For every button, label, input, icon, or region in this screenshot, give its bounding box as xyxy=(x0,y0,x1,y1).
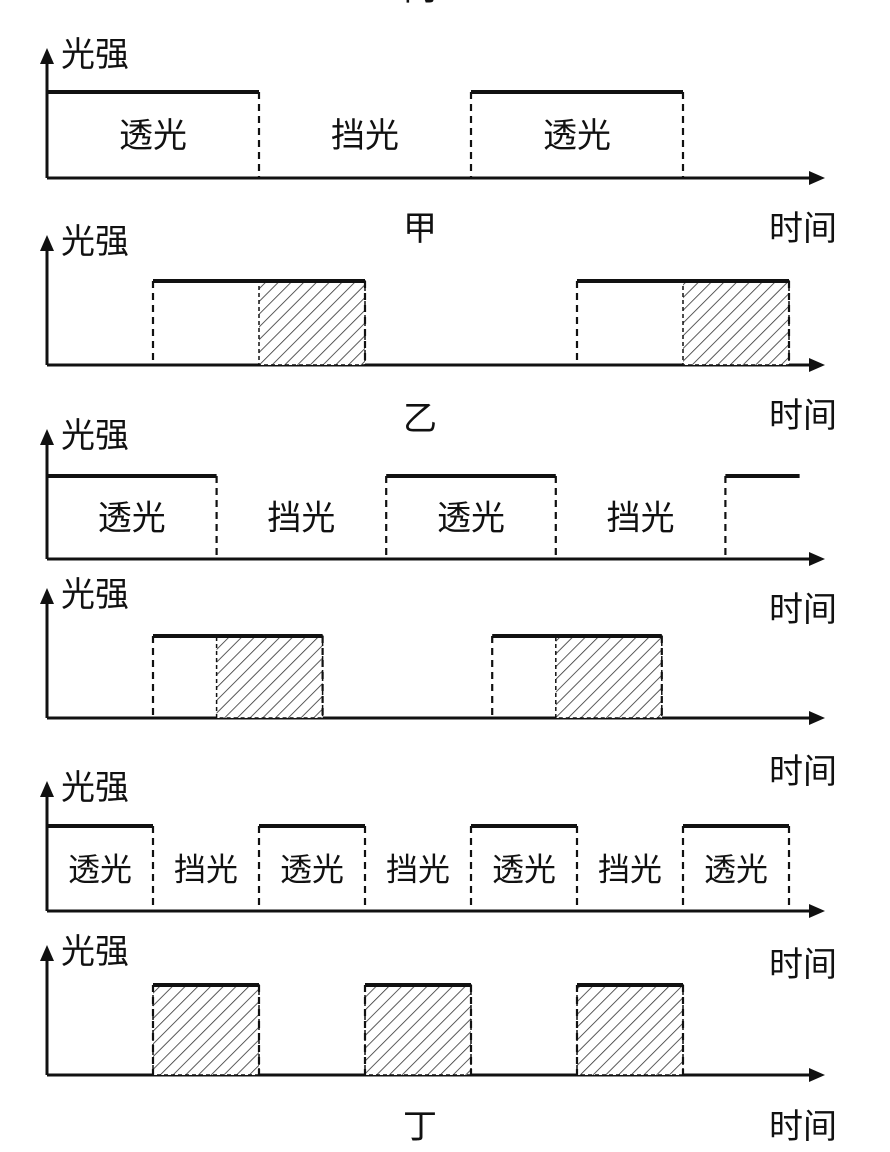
light-segment: 透光 xyxy=(47,474,218,559)
y-axis-label: 光强 xyxy=(61,932,129,972)
y-axis-arrow-icon xyxy=(40,429,54,445)
light-label: 透光 xyxy=(98,499,166,539)
dark-label: 挡光 xyxy=(386,851,450,889)
y-axis-label: 光强 xyxy=(61,35,129,75)
light-segment xyxy=(575,983,685,1076)
x-axis-label: 时间 xyxy=(769,1107,837,1147)
light-label: 透光 xyxy=(704,851,768,889)
light-segment: 透光 xyxy=(385,474,557,559)
panels-layer: 光强时间甲透光透光挡光光强时间光强时间乙透光透光挡光挡光光强时间光强时间丙透光透… xyxy=(40,0,837,1147)
light-segment: 透光 xyxy=(47,90,261,178)
light-segment xyxy=(151,634,324,719)
y-axis-arrow-icon xyxy=(40,781,54,797)
hatched-region xyxy=(364,984,472,1076)
panel-3: 光强时间乙透光透光挡光挡光 xyxy=(40,399,837,630)
dark-label: 挡光 xyxy=(331,116,399,156)
x-axis-arrow-icon xyxy=(809,171,825,185)
x-axis-label: 时间 xyxy=(769,945,837,985)
light-segment: 透光 xyxy=(257,824,367,911)
dark-label: 挡光 xyxy=(174,851,238,889)
light-segment: 透光 xyxy=(47,824,155,911)
y-axis-arrow-icon xyxy=(40,48,54,64)
light-label: 透光 xyxy=(492,851,556,889)
panel-caption: 丁 xyxy=(403,1107,437,1147)
light-segment: 透光 xyxy=(469,824,579,911)
light-segment xyxy=(491,634,663,719)
x-axis-label: 时间 xyxy=(769,209,837,249)
y-axis-label: 光强 xyxy=(61,768,129,808)
light-segment xyxy=(575,279,791,366)
hatched-region xyxy=(258,280,366,366)
light-label: 透光 xyxy=(543,116,611,156)
y-axis-arrow-icon xyxy=(40,235,54,251)
x-axis-label: 时间 xyxy=(769,752,837,792)
x-axis-arrow-icon xyxy=(809,904,825,918)
hatched-region xyxy=(576,984,684,1076)
dark-label: 挡光 xyxy=(267,499,335,539)
x-axis-arrow-icon xyxy=(809,711,825,725)
x-axis-arrow-icon xyxy=(809,1068,825,1082)
panel-caption: 丙 xyxy=(403,0,437,9)
panel-5: 光强时间丙透光透光透光透光挡光挡光挡光 xyxy=(40,0,837,985)
y-axis-label: 光强 xyxy=(61,416,129,456)
panel-caption: 甲 xyxy=(403,209,437,249)
light-label: 透光 xyxy=(280,851,344,889)
panel-caption: 乙 xyxy=(403,399,437,439)
hatched-region xyxy=(152,984,260,1076)
light-segment: 透光 xyxy=(469,90,685,178)
hatched-region xyxy=(682,280,790,366)
light-segment: 透光 xyxy=(681,824,791,911)
y-axis-arrow-icon xyxy=(40,945,54,961)
light-label: 透光 xyxy=(437,499,505,539)
x-axis-arrow-icon xyxy=(809,358,825,372)
light-label: 透光 xyxy=(68,851,132,889)
light-segment xyxy=(724,474,800,559)
x-axis-label: 时间 xyxy=(769,590,837,630)
dark-label: 挡光 xyxy=(598,851,662,889)
x-axis-arrow-icon xyxy=(809,552,825,566)
y-axis-label: 光强 xyxy=(61,575,129,615)
x-axis-label: 时间 xyxy=(769,396,837,436)
light-segment xyxy=(151,983,261,1076)
hatched-region xyxy=(215,635,324,719)
light-segment xyxy=(151,279,367,366)
hatched-region xyxy=(555,635,663,719)
y-axis-label: 光强 xyxy=(61,222,129,262)
dark-label: 挡光 xyxy=(607,499,675,539)
light-label: 透光 xyxy=(119,116,187,156)
y-axis-arrow-icon xyxy=(40,588,54,604)
light-segment xyxy=(363,983,473,1076)
